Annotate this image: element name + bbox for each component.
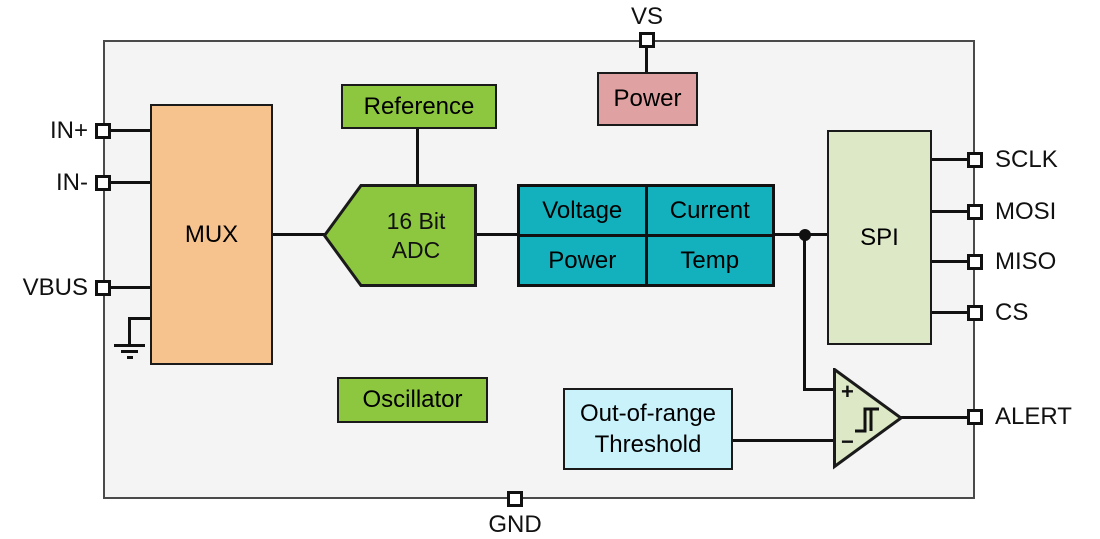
comparator-plus-sign: +	[841, 379, 854, 404]
table-cell-temp: Temp	[647, 237, 772, 284]
power-block: Power	[597, 72, 698, 126]
pin-label-mosi: MOSI	[995, 198, 1057, 225]
pin-label-in-minus: IN-	[56, 169, 88, 196]
wire-vs-to-power	[645, 47, 648, 72]
measurement-table: Voltage Current Power Temp	[517, 184, 775, 287]
table-cell-power: Power	[520, 237, 645, 284]
pin-gnd	[507, 491, 523, 507]
spi-block: SPI	[827, 130, 932, 345]
comparator-shape	[833, 368, 904, 470]
adc-shape	[323, 184, 477, 287]
reference-block: Reference	[341, 84, 497, 129]
spi-label: SPI	[860, 223, 899, 251]
adc-label-line1: 16 Bit	[386, 208, 446, 235]
wire-spi-to-mosi	[930, 210, 968, 213]
oscillator-block: Oscillator	[337, 377, 488, 423]
pin-miso	[967, 254, 983, 270]
wire-mux-to-adc	[273, 233, 330, 236]
wire-threshold-to-comparator-minus	[732, 439, 835, 442]
table-cell-current: Current	[647, 187, 772, 234]
wire-branch-to-comparator-plus	[803, 388, 835, 391]
table-cell-voltage: Voltage	[520, 187, 645, 234]
junction-dot	[799, 229, 811, 241]
pin-vbus	[95, 280, 111, 296]
mux-label: MUX	[184, 220, 239, 248]
pin-sclk	[967, 152, 983, 168]
pin-label-miso: MISO	[995, 248, 1057, 275]
adc-label: 16 Bit ADC	[358, 196, 474, 276]
pin-label-sclk: SCLK	[995, 146, 1058, 173]
reference-label: Reference	[363, 92, 475, 120]
adc-block	[323, 184, 477, 287]
wire-spi-to-miso	[930, 260, 968, 263]
power-label: Power	[613, 85, 682, 112]
pin-label-gnd: GND	[488, 511, 542, 538]
pin-label-cs: CS	[995, 299, 1029, 326]
wire-adc-to-table	[476, 233, 518, 236]
wire-mux-to-ground	[128, 317, 152, 320]
wire-ground-stub	[128, 317, 131, 345]
pin-label-in-plus: IN+	[49, 117, 88, 144]
wire-vbus-to-mux	[110, 286, 152, 289]
wire-inminus-to-mux	[110, 181, 152, 184]
pin-mosi	[967, 204, 983, 220]
oscillator-label: Oscillator	[362, 386, 463, 413]
comparator-minus-sign: −	[841, 429, 854, 454]
pin-label-vs: VS	[630, 3, 663, 30]
wire-inplus-to-mux	[110, 129, 152, 132]
ground-symbol-bar2	[121, 350, 138, 353]
adc-label-line2: ADC	[391, 237, 441, 263]
pin-label-alert: ALERT	[995, 403, 1072, 430]
wire-branch-down	[803, 234, 806, 391]
ground-symbol-bar1	[114, 344, 145, 347]
pin-in-plus	[95, 123, 111, 139]
pin-vs	[639, 32, 655, 48]
threshold-label-line2: Threshold	[594, 431, 702, 458]
threshold-label-line1: Out-of-range	[579, 399, 717, 427]
threshold-block: Out-of-range Threshold	[563, 388, 733, 470]
mux-block: MUX	[150, 104, 273, 365]
wire-reference-to-adc	[416, 129, 419, 185]
pin-label-vbus: VBUS	[22, 274, 88, 301]
ground-symbol-bar3	[127, 356, 133, 359]
pin-in-minus	[95, 175, 111, 191]
wire-spi-to-cs	[930, 311, 968, 314]
comparator: + −	[833, 368, 904, 470]
wire-comparator-to-alert	[899, 416, 968, 419]
pin-alert	[967, 409, 983, 425]
pin-cs	[967, 305, 983, 321]
wire-spi-to-sclk	[930, 158, 968, 161]
